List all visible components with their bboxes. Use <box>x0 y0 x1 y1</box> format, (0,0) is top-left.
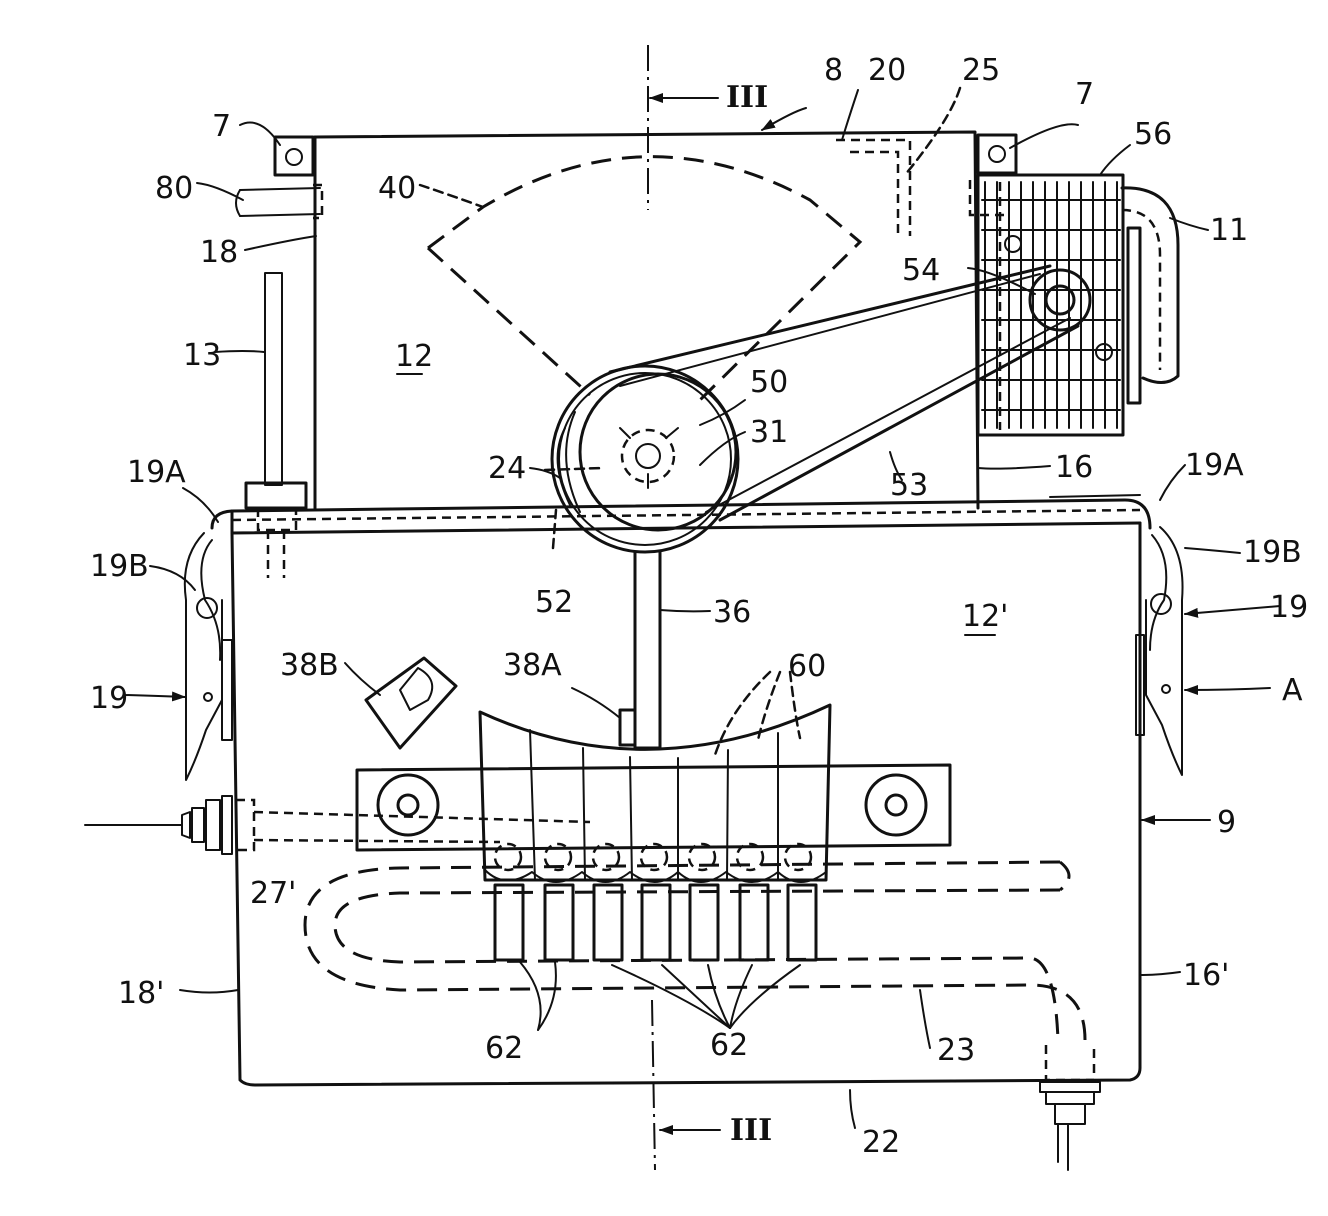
label-19b-left: 19B <box>90 549 149 584</box>
label-20: 20 <box>868 53 906 88</box>
label-16: 16 <box>1055 450 1093 485</box>
section-line <box>648 45 655 1170</box>
label-12-prime: 12' <box>962 599 1008 634</box>
label-36: 36 <box>713 595 751 630</box>
label-31: 31 <box>750 415 788 450</box>
belt-53 <box>610 266 1078 520</box>
label-a: A <box>1282 673 1303 708</box>
pulley-50 <box>552 366 738 552</box>
lug-left <box>275 137 313 175</box>
label-40: 40 <box>378 171 416 206</box>
label-25: 25 <box>962 53 1000 88</box>
label-27: 27' <box>250 876 296 911</box>
label-50: 50 <box>750 365 788 400</box>
label-54: 54 <box>902 253 940 288</box>
label-38b: 38B <box>280 648 339 683</box>
lug-right <box>978 135 1016 173</box>
label-52: 52 <box>535 585 573 620</box>
label-9: 9 <box>1217 805 1236 840</box>
bracket-plate <box>357 765 950 850</box>
label-19a-left: 19A <box>127 455 186 490</box>
upper-housing <box>236 132 1016 508</box>
label-12: 12 <box>395 339 433 374</box>
label-80: 80 <box>155 171 193 206</box>
reference-labels: 7 7 8 20 25 56 80 40 11 18 54 13 12 50 3… <box>90 53 1308 1160</box>
label-18: 18 <box>200 235 238 270</box>
label-38a: 38A <box>503 648 562 683</box>
label-8: 8 <box>824 53 843 88</box>
nozzles-62 <box>495 885 816 960</box>
label-19b-right: 19B <box>1243 535 1302 570</box>
label-19-left: 19 <box>90 681 128 716</box>
label-56: 56 <box>1134 117 1172 152</box>
label-19a-right: 19A <box>1185 448 1244 483</box>
label-11: 11 <box>1210 213 1248 248</box>
section-label-top: III <box>726 80 768 115</box>
clamp-19-left <box>185 533 232 780</box>
shaft-36 <box>635 552 660 748</box>
label-62-right: 62 <box>710 1028 748 1063</box>
label-53: 53 <box>890 468 928 503</box>
label-60: 60 <box>788 649 826 684</box>
tab-38a <box>620 710 635 745</box>
label-23: 23 <box>937 1033 975 1068</box>
label-24: 24 <box>488 451 526 486</box>
label-22: 22 <box>862 1125 900 1160</box>
label-62-left: 62 <box>485 1031 523 1066</box>
label-19-right: 19 <box>1270 590 1308 625</box>
outlet <box>1040 1045 1100 1170</box>
label-7-right: 7 <box>1075 77 1094 112</box>
leaders <box>125 88 1280 1130</box>
lower-housing <box>212 495 1150 1085</box>
element-38b <box>366 658 456 748</box>
cooler-56 <box>970 175 1140 435</box>
label-18-prime: 18' <box>118 976 164 1011</box>
label-7-left: 7 <box>212 109 231 144</box>
clamp-19-right <box>1136 527 1183 775</box>
coil-23 <box>305 862 1085 1040</box>
section-label-bottom: III <box>730 1113 772 1148</box>
label-13: 13 <box>183 338 221 373</box>
nozzle-block-60 <box>480 705 830 882</box>
label-16-prime: 16' <box>1183 958 1229 993</box>
